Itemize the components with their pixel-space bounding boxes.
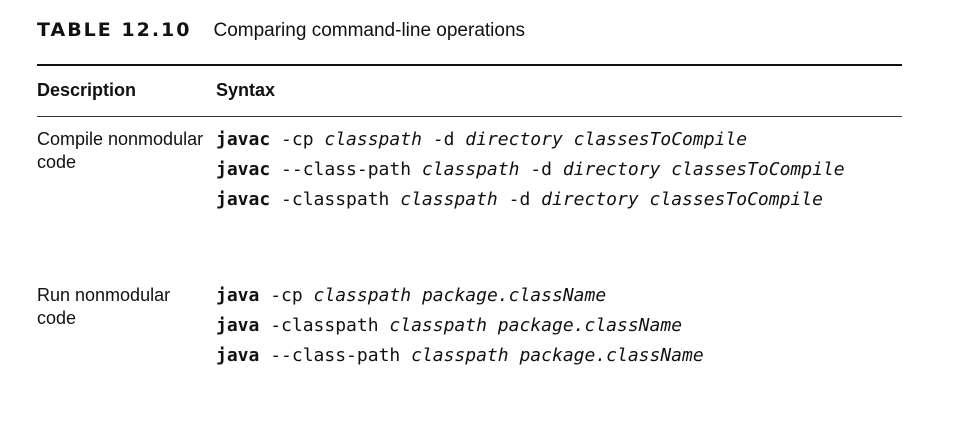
command-option (660, 159, 671, 180)
table-caption: TABLE 12.10 Comparing command-line operat… (37, 19, 525, 43)
command-keyword: javac (216, 129, 271, 150)
command-option: -classpath (270, 189, 401, 210)
column-header-syntax: Syntax (216, 80, 276, 100)
table-top-rule (37, 64, 902, 66)
column-header-description: Description (37, 80, 137, 100)
command-option: --class-path (270, 159, 422, 180)
command-line: java -classpath classpath package.classN… (216, 314, 876, 337)
command-variable: classpath (421, 159, 520, 180)
command-option (639, 189, 650, 210)
command-variable: classesToCompile (671, 159, 845, 180)
command-variable: package.className (497, 315, 683, 336)
command-variable: classpath (313, 285, 412, 306)
command-variable: classpath (324, 129, 422, 150)
command-option (563, 129, 574, 150)
row-syntax-compile: javac -cp classpath -d directory classes… (216, 128, 876, 218)
command-option (487, 315, 498, 336)
command-option: -cp (259, 285, 314, 306)
command-option: -classpath (259, 315, 390, 336)
command-option: -d (519, 159, 563, 180)
table-number: TABLE 12.10 (37, 19, 192, 41)
row-description-run: Run nonmodular code (37, 285, 171, 328)
command-option (509, 345, 520, 366)
command-variable: classpath (411, 345, 509, 366)
command-variable: directory (465, 129, 563, 150)
command-option: --class-path (259, 345, 412, 366)
command-variable: classpath (389, 315, 487, 336)
command-keyword: javac (216, 189, 271, 210)
command-variable: classpath (400, 189, 498, 210)
command-variable: classesToCompile (649, 189, 823, 210)
command-keyword: java (216, 315, 260, 336)
command-variable: package.className (421, 285, 607, 306)
command-option (411, 285, 422, 306)
command-variable: classesToCompile (573, 129, 748, 150)
command-keyword: java (216, 285, 260, 306)
command-keyword: javac (216, 159, 271, 180)
command-variable: directory (562, 159, 661, 180)
command-option: -d (421, 129, 466, 150)
command-option: -d (497, 189, 542, 210)
table-title: Comparing command-line operations (213, 20, 526, 41)
command-option: -cp (270, 129, 325, 150)
command-keyword: java (216, 345, 260, 366)
table-header-rule (37, 116, 902, 117)
command-line: java --class-path classpath package.clas… (216, 344, 876, 367)
row-description-compile: Compile nonmodular code (37, 129, 204, 172)
command-variable: directory (541, 189, 639, 210)
command-line: javac -cp classpath -d directory classes… (216, 128, 876, 151)
command-line: java -cp classpath package.className (216, 284, 876, 307)
command-variable: package.className (519, 345, 704, 366)
command-line: javac -classpath classpath -d directory … (216, 188, 876, 211)
command-line: javac --class-path classpath -d director… (216, 158, 876, 181)
